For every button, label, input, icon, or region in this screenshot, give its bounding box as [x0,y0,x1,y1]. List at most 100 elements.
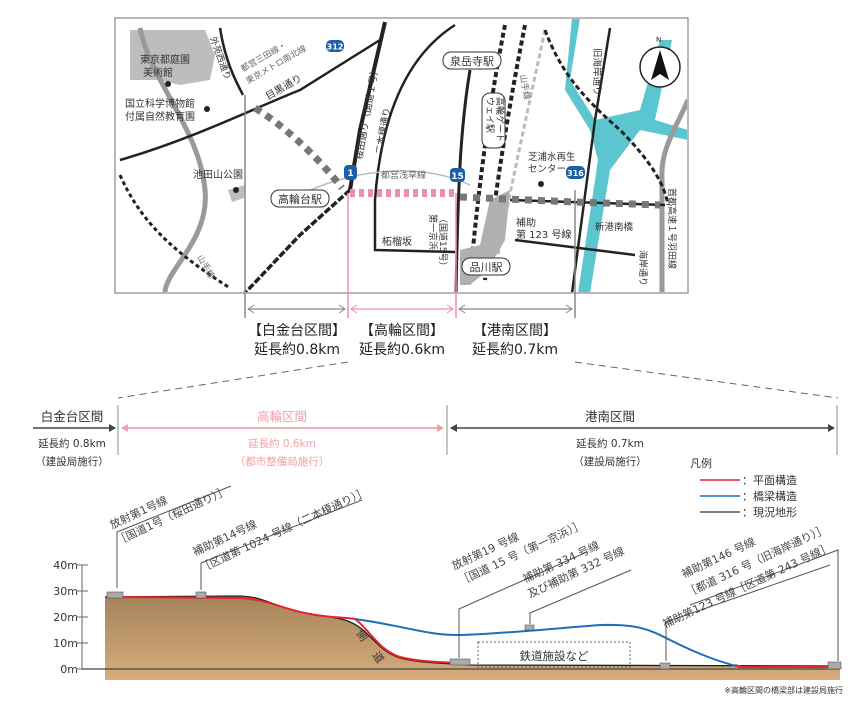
railway-east [543,29,670,206]
svg-text:316: 316 [567,169,584,178]
legend-title: 凡例 [690,456,712,470]
label-sengakuji-station: 泉岳寺駅 [442,51,502,70]
section-length-konan: 延長約0.7km [472,342,558,358]
svg-text:高輪台駅: 高輪台駅 [278,192,322,206]
north-arrow-icon: N [639,36,681,88]
section-name-takanawa: 【高輪区間】 [360,322,444,339]
label-keihin: 第一京浜 [427,214,439,250]
ikedayama-park [228,185,245,202]
profile-section-name: 港南区間 [585,409,635,424]
profile-section-note: （建設局施行） [35,455,109,468]
hojo123-road [509,198,666,207]
railway-facilities-label: 鉄道施設など [520,649,589,663]
profile-section-header: 白金台区間 延長約 0.8km （建設局施行） 高輪区間 延長約 0.6km （… [33,405,838,468]
map: 312 1 15 316 N 東京都庭園 美術館 国立科学博物館 付属自然教育園… [114,17,689,358]
planned-route-shirokanedai [253,105,345,191]
haneda-expressway [659,99,687,292]
label-teien: 美術館 [143,66,173,79]
profile-section-name: 高輪区間 [257,409,307,424]
profile-section-note: （都市整備局施行） [235,455,330,468]
label-keihin: （国道15号） [437,214,449,270]
section-name-konan: 【港南区間】 [473,323,557,339]
poi-dot [233,187,239,193]
route-shield-1: 1 [344,165,357,180]
y-tick-label: 20m [53,611,78,624]
zoom-guide-line [574,361,839,399]
svg-text:N: N [656,36,661,44]
callout-hojo146: 補助第146 号線 ［都道 316 号（旧海岸通り）］ [679,522,839,661]
gaien-nishi-road [218,27,245,96]
yamanote-line [493,29,547,271]
label-zakuro: 柘榴坂 [382,235,412,248]
legend: 凡例 ：平面構造 ：橋梁構造 ：現況地形 [690,456,797,519]
route-shield-15: 15 [450,168,465,182]
svg-text:品川駅: 品川駅 [470,261,503,274]
existing-road-marker [106,591,124,599]
svg-text:15: 15 [451,172,464,182]
expressway-west [137,27,208,292]
label-haneda: 首都高速１号羽田線 [666,188,678,269]
label-hojo123: 第 123 号線 [516,228,571,241]
y-tick-label: 40m [53,559,78,572]
road [119,38,381,162]
kaigan-road [570,27,612,292]
label-ikedayama: 池田山公園 [193,168,243,181]
yamanote-line-west [118,174,231,290]
surface-structure-line [734,664,840,668]
nihonenoki-road [373,23,456,254]
bridge-structure-line [354,618,741,668]
poi-dot [165,81,171,87]
poi-dot [204,106,210,112]
zoom-guide-line [117,361,349,399]
profile-section-length: 延長約 0.8km [38,437,106,450]
profile-section-length: 延長約 0.6km [248,437,316,450]
y-tick-label: 0m [60,663,78,676]
planned-route-konan [459,193,661,209]
route-shield-316: 316 [566,166,585,179]
footnote: ※高輪区間の橋梁部は建設局施行 [724,685,843,695]
svg-text:補助第123 号線［区道第 243 号線］: 補助第123 号線［区道第 243 号線］ [660,540,833,631]
profile-section-note: （建設局施行） [573,455,647,468]
svg-text:高輪ゲート: 高輪ゲート [494,97,506,142]
label-shibaura: センター [528,164,566,175]
railway [468,24,507,281]
label-shinagawa-station: 品川駅 [461,257,511,276]
terrain [105,596,840,680]
railway [483,24,527,281]
svg-text:ウェイ駅: ウェイ駅 [484,97,495,133]
section-length-takanawa: 延長約0.6km [359,342,445,358]
callout-hosha19: 放射第19 号線 ［国道 15 号（第一京浜）］ [449,517,588,658]
label-shibaura: 芝浦水再生 [528,151,576,163]
svg-text:1: 1 [347,169,353,179]
railway-facilities-box [477,641,631,668]
poi-dot [538,181,544,187]
surface-structure-line [104,596,459,664]
legend-label: ：現況地形 [742,505,797,519]
label-yamanote: 山手線 [517,74,532,102]
label-kagaku: 付属自然教育園 [125,110,195,123]
label-kagaku: 国立科学博物館 [125,97,195,110]
y-axis: 40m 30m 20m 10m 0m [53,559,88,676]
existing-road-marker [195,591,207,599]
label-takanawadai-station: 高輪台駅 [270,189,330,208]
existing-road-marker [524,624,535,631]
legend-label: ：橋梁構造 [742,489,797,503]
existing-road-marker [827,661,842,670]
y-tick-label: 10m [53,637,78,650]
label-hojo123: 補助 [516,216,536,229]
svg-text:312: 312 [327,43,344,52]
label-asakusa: 都営浅草線 [381,169,426,181]
label-shinkonan: 新港南橋 [595,221,634,233]
label-kaigan2: 海岸通り [637,250,649,286]
svg-text:泉岳寺駅: 泉岳寺駅 [450,54,494,68]
callout-hosha1: 放射第1号線 ［国道1号（桜田通り）］ [107,483,232,588]
teien-park [130,30,215,85]
y-tick-label: 30m [53,585,78,598]
profile-section-length: 延長約 0.7km [576,437,644,450]
existing-road-marker [659,662,671,670]
route-shield-312: 312 [326,40,344,52]
profile-section-name: 白金台区間 [41,409,104,424]
label-kaigan: 旧海岸通り [591,48,603,96]
